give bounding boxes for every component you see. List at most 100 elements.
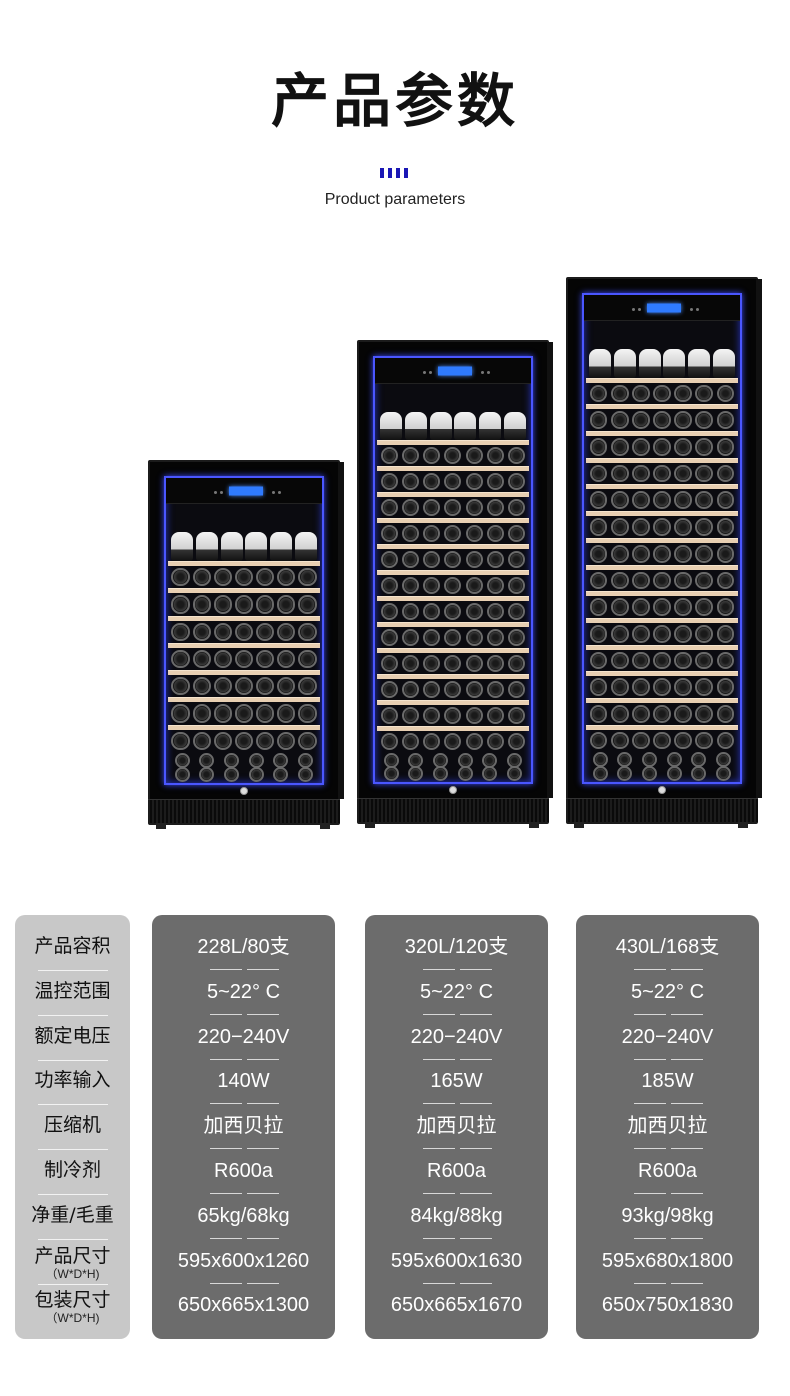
glass-door [164,476,324,785]
bottle-icon [632,571,650,590]
bottle-icon [674,544,692,563]
bottle-icon [632,624,650,643]
bottle-row [588,570,736,592]
wooden-shelf [168,724,320,730]
bottle-row [588,730,736,752]
bottle-icon [444,603,462,620]
bottle-icon [381,681,399,698]
bottle-icon [423,447,441,464]
bottle-icon [248,753,264,769]
bottle-row [588,703,736,725]
bottle-icon [610,624,629,643]
bottle-icon [507,707,525,724]
spec-value: 185W [641,1070,694,1093]
bottle-icon [507,577,525,594]
bottle-icon [174,766,190,782]
spec-label: 产品容积 [15,935,130,957]
spec-label-text: 制冷剂 [43,1159,101,1181]
row-divider [210,969,242,970]
row-divider [38,1238,108,1240]
bottle-icon [465,551,483,568]
bottle-row [588,676,736,698]
bottle-row [170,648,318,670]
bottle-icon [402,603,420,620]
bottle-icon [444,733,462,750]
wooden-shelf [586,644,738,650]
bottle-icon [298,731,317,750]
wooden-shelf [586,591,738,597]
row-divider [210,1148,242,1150]
spec-value: 650x665x1300 [177,1294,310,1317]
bottle-icon [695,571,714,590]
bottle-icon [632,544,650,563]
page-subtitle: Product parameters [324,191,466,208]
bottle-icon [402,577,420,594]
bottle-icon [642,765,658,781]
bottle-icon [277,595,296,614]
bottle-icon [507,681,525,698]
bottle-icon [444,707,462,724]
bottle-row [379,653,527,674]
control-button-icon [696,307,699,311]
wooden-shelf [377,700,529,705]
cabinet-foot [738,822,748,828]
control-button-icon [487,370,490,374]
bottle-icon [423,655,441,672]
bottle-row [170,621,318,643]
bottle-icon [423,733,441,750]
row-divider [210,1193,242,1194]
display-bottles [379,410,527,440]
bottle-icon [507,766,523,781]
bottle-icon [712,349,735,378]
bottle-icon [444,655,462,672]
row-divider [247,1148,279,1150]
bottle-icon [632,518,650,536]
row-divider [247,1058,279,1060]
wooden-shelf [377,544,529,549]
control-button-icon [690,307,693,311]
bottle-row [170,675,318,697]
spec-value: 595x680x1800 [601,1249,734,1272]
bottle-icon [674,704,692,723]
spec-label-text: 产品容积 [34,935,111,957]
bottle-icon [695,544,714,563]
bottle-icon [674,624,692,643]
bottle-icon [610,678,629,696]
bottle-icon [465,707,483,724]
bottle-icon [171,532,194,562]
bottle-icon [256,731,275,750]
wooden-shelf [377,674,529,679]
bottle-icon [192,622,211,641]
bottle-icon [402,447,420,464]
bottle-icon [457,766,473,781]
bottle-icon [402,551,420,568]
spec-label: 温控范围 [15,980,130,1002]
bottle-icon [234,622,254,641]
bottle-icon [381,629,399,646]
bottle-icon [381,551,399,568]
bottle-row [170,753,318,769]
bottle-icon [610,651,629,670]
bottle-icon [632,491,650,510]
wooden-shelf [586,404,738,410]
bottle-icon [423,629,441,646]
bottle-row [588,650,736,672]
bottle-icon [381,655,399,672]
row-divider [671,1282,703,1284]
spec-label: 制冷剂 [15,1159,130,1181]
bottle-icon [592,765,608,781]
bottle-icon [610,384,629,403]
bottle-icon [454,412,477,440]
bottle-icon [423,603,441,620]
bottle-icon [486,473,504,490]
bottle-icon [674,438,692,456]
cabinet-foot [365,822,375,828]
spec-label: 产品尺寸（W*D*H) [15,1245,130,1281]
bottle-icon [486,499,504,516]
bottle-icon [653,731,671,750]
temperature-display [229,486,263,495]
bottle-icon [298,622,317,641]
row-divider [423,1013,455,1015]
bottle-icon [695,678,714,696]
bottle-row [588,409,736,431]
